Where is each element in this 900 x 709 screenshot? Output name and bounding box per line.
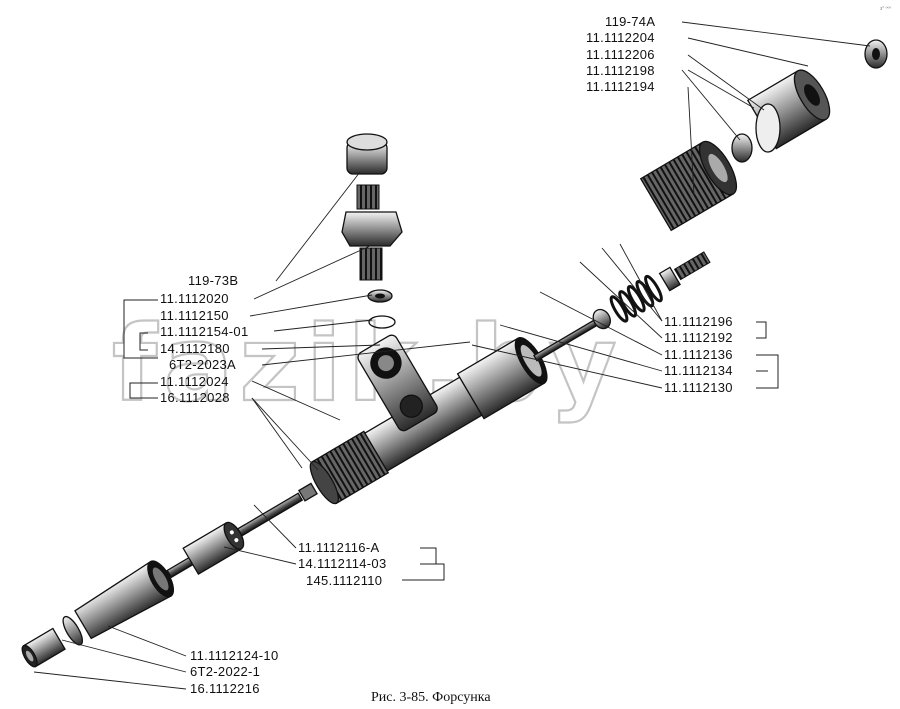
part-number-label: 11.1112198: [586, 63, 655, 78]
part-number-label: 11.1112150: [160, 308, 229, 323]
spray-nut-part: [21, 627, 66, 668]
body-bore-part: [456, 337, 548, 420]
part-number-label: 119-74А: [605, 14, 655, 29]
part-number-label: 16.1112216: [190, 681, 260, 696]
part-number-label: 11.1112116-А: [298, 540, 379, 555]
part-number-label: 119-73В: [188, 273, 238, 288]
lock-nut-part: [731, 133, 753, 163]
part-number-label: 11.1112124-10: [190, 648, 278, 663]
adjusting-sleeve-part: [639, 140, 738, 232]
labels-right-middle: 11.1112196 11.1112192 11.1112136 11.1112…: [664, 314, 733, 395]
pin-part: [298, 482, 318, 502]
part-number-label: 145.1112110: [306, 573, 382, 588]
labels-left-upper: 119-73В 11.1112020 11.1112150 11.1112154…: [160, 273, 248, 405]
adjusting-screw-part: [673, 251, 711, 281]
inlet-ring-part: [368, 315, 396, 329]
labels-top-right: 119-74А 11.1112204 11.1112206 11.1112198…: [586, 14, 655, 94]
injector-body-part: [309, 376, 483, 505]
spring-plate-part: [592, 308, 611, 330]
part-number-label: 6Т2-2022-1: [190, 664, 260, 679]
part-number-label: 11.1112192: [664, 330, 733, 345]
figure-caption: Рис. 3-85. Форсунка: [371, 690, 491, 705]
part-number-label: 14.1112114-03: [298, 556, 386, 571]
labels-bottom: 11.1112124-10 6Т2-2022-1 16.1112216: [190, 648, 278, 696]
push-rod-part: [236, 492, 304, 537]
adjusting-washer-part: [658, 266, 681, 292]
part-number-label: 11.1112196: [664, 314, 733, 329]
inlet-connector-part: [341, 184, 403, 281]
spacer-part: [182, 521, 245, 575]
part-number-label: 11.1112204: [586, 30, 655, 45]
part-number-label: 6Т2-2023А: [169, 357, 236, 372]
part-number-label: 11.1112020: [160, 291, 229, 306]
nozzle-nut-part: [74, 560, 175, 640]
part-number-label: 11.1112194: [586, 79, 655, 94]
injector-parts: [21, 39, 888, 668]
part-number-label: 11.1112154-01: [160, 324, 248, 339]
part-number-label: 14.1112180: [160, 341, 230, 356]
leader-lines: [33, 21, 871, 690]
seal-ring-part: [755, 103, 781, 153]
part-number-label: 11.1112134: [664, 363, 733, 378]
labels-lower-middle: 11.1112116-А 14.1112114-03 145.1112110: [298, 540, 386, 588]
inlet-lug-part: [357, 334, 438, 432]
part-number-label: 11.1112206: [586, 47, 655, 62]
part-number-label: 16.1112028: [160, 390, 230, 405]
part-number-label: 11.1112136: [664, 347, 733, 362]
part-number-label: 11.1112130: [664, 380, 733, 395]
inlet-cap-part: [346, 133, 388, 175]
corner-mark: з° ººº: [880, 6, 891, 12]
part-number-label: 11.1112024: [160, 374, 229, 389]
